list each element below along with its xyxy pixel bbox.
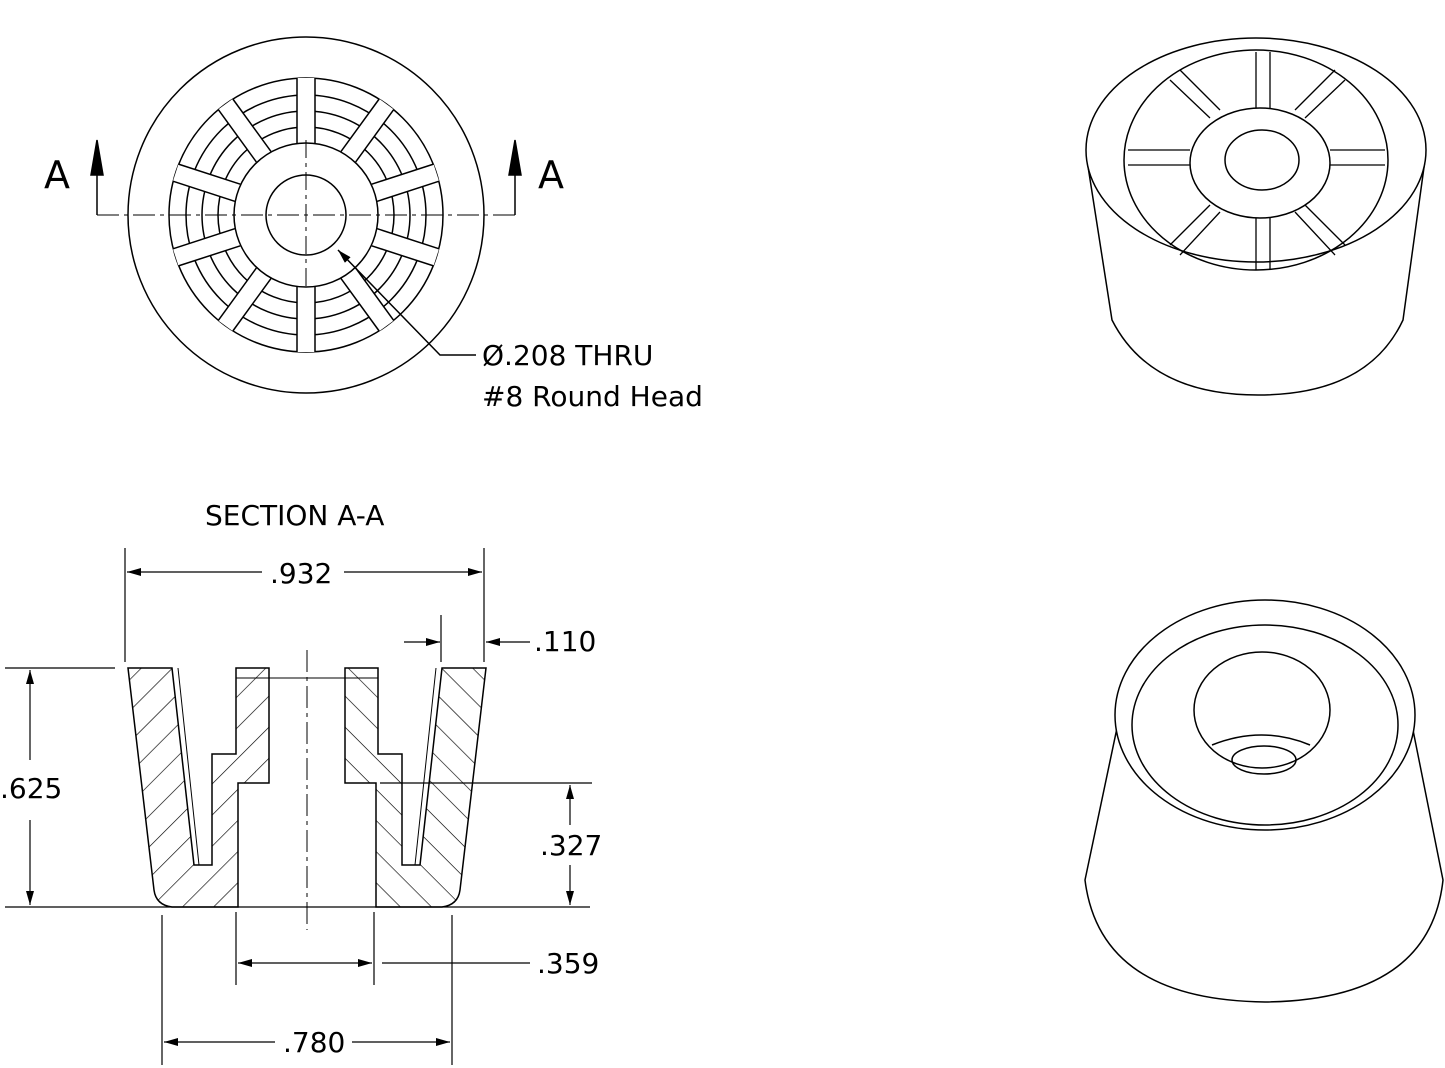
section-right-half: [344, 667, 487, 908]
dim-bottom-width: .780: [283, 1026, 346, 1059]
dim-height: .625: [0, 772, 63, 805]
dim-counterbore-dia: .359: [537, 947, 600, 980]
top-view: [90, 36, 522, 394]
spoke-edge: [178, 245, 241, 267]
spoke-edge: [340, 98, 380, 152]
spoke-edge: [232, 278, 272, 332]
section-left-half: [127, 667, 270, 908]
rib-spokes: [172, 78, 440, 352]
section-mark-right: A: [538, 153, 564, 197]
hole-callout: Ø.208 THRU: [482, 339, 654, 372]
dim-wall: .110: [534, 625, 597, 658]
spoke-edge: [354, 109, 395, 163]
spoke-edge: [340, 278, 380, 332]
dim-counterbore-depth: .327: [540, 829, 603, 862]
hole-leader: [337, 249, 476, 356]
isometric-view-top: [1084, 599, 1444, 1003]
spoke-edge: [377, 227, 440, 250]
spoke-edge: [371, 245, 434, 267]
spoke-edge: [354, 267, 395, 321]
section-title: SECTION A-A: [205, 499, 385, 532]
spoke-edge: [377, 180, 440, 203]
spoke-edge: [217, 267, 258, 321]
spoke-edge: [172, 227, 235, 250]
spoke-edge: [232, 98, 272, 152]
spoke-edge: [178, 163, 241, 185]
spoke-edge: [217, 109, 258, 163]
spoke-edge: [172, 180, 235, 203]
hole-callout-note: #8 Round Head: [482, 380, 703, 413]
dim-top-width: .932: [270, 557, 333, 590]
section-view: [5, 548, 592, 1065]
dimension-lines: [5, 548, 592, 1065]
spoke-edge: [371, 163, 434, 185]
section-mark-left: A: [44, 153, 70, 197]
isometric-view-bottom: [1085, 37, 1427, 396]
